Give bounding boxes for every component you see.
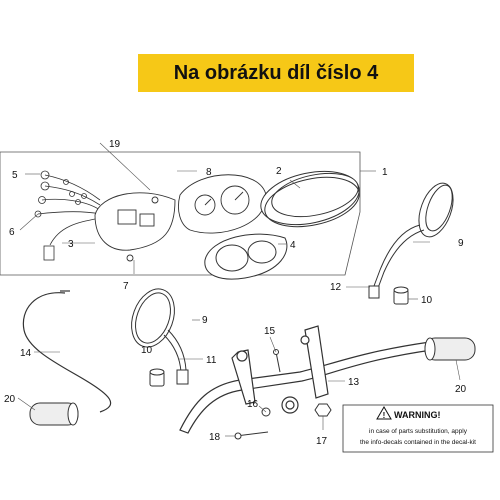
warning-line-1: in case of parts substitution, apply <box>369 428 468 435</box>
lower-leader-lines <box>17 241 461 437</box>
callout-9a: 9 <box>458 238 464 249</box>
callout-19: 19 <box>109 139 121 150</box>
left-mirror-nut <box>149 368 165 387</box>
warning-label: ! WARNING! in case of parts substitution… <box>342 404 494 453</box>
handlebar <box>179 325 433 434</box>
callout-3: 3 <box>68 239 74 250</box>
callout-16: 16 <box>247 399 259 410</box>
callout-9b: 9 <box>202 315 208 326</box>
wiring-harness <box>34 170 101 261</box>
callout-18: 18 <box>209 432 221 443</box>
warning-line-2: the info-decals contained in the decal-k… <box>360 439 476 446</box>
cluster-bezel-part-4 <box>204 233 288 280</box>
right-mirror-nut <box>393 286 409 305</box>
cluster-leader-lines <box>19 170 376 274</box>
callout-5: 5 <box>12 170 18 181</box>
svg-text:!: ! <box>383 411 386 420</box>
callout-numbers: 1 2 3 4 5 6 7 8 9 9 10 10 11 12 13 14 15… <box>4 139 467 447</box>
left-grip <box>29 402 79 426</box>
callout-20a: 20 <box>455 384 467 395</box>
cluster-housing <box>94 192 176 262</box>
callout-10a: 10 <box>421 295 433 306</box>
callout-12: 12 <box>330 282 342 293</box>
callout-1: 1 <box>382 167 388 178</box>
throttle-cable <box>22 290 112 413</box>
callout-10b: 10 <box>141 345 153 356</box>
warning-title: WARNING! <box>394 410 441 420</box>
callout-14: 14 <box>20 348 32 359</box>
callout-8: 8 <box>206 167 212 178</box>
cluster-lens <box>260 170 360 228</box>
left-mirror <box>131 288 189 385</box>
part-number-banner: Na obrázku díl číslo 4 <box>138 54 414 92</box>
leader-19 <box>99 142 151 191</box>
callout-11: 11 <box>206 355 217 366</box>
callout-2: 2 <box>276 166 282 177</box>
callout-13: 13 <box>348 377 360 388</box>
callout-4: 4 <box>290 240 296 251</box>
callout-20b: 20 <box>4 394 16 405</box>
callout-17: 17 <box>316 436 328 447</box>
gauge-dial <box>178 174 267 234</box>
right-mirror <box>368 182 454 299</box>
callout-15: 15 <box>264 326 276 337</box>
callout-6: 6 <box>9 227 15 238</box>
callout-7: 7 <box>123 281 129 292</box>
right-grip <box>424 337 476 361</box>
cluster-group-frame <box>0 151 361 276</box>
